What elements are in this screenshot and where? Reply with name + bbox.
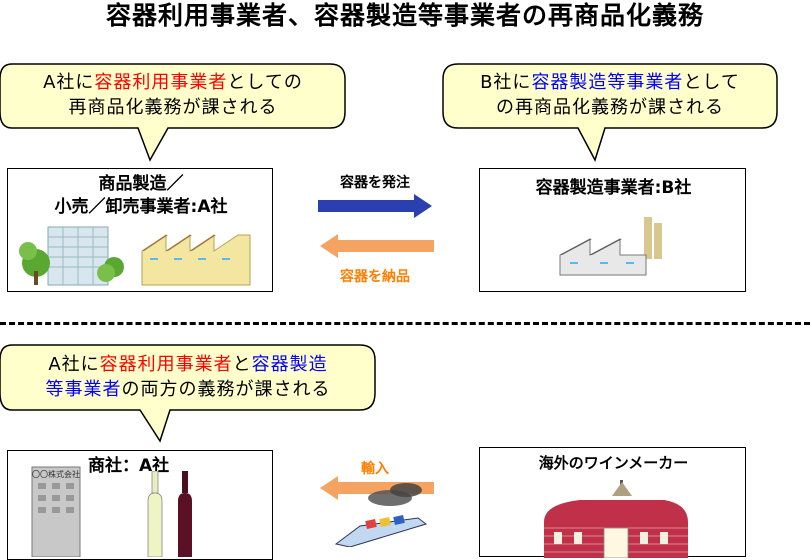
company-a-label: 商品製造／ 小売／卸売事業者:A社 xyxy=(54,174,228,217)
wine-bottles-illustration xyxy=(147,471,192,557)
callout-b-line2: の再商品化義務が課される xyxy=(496,97,724,118)
callout-a-highlight: 容器利用事業者 xyxy=(94,72,228,93)
winery-building-icon xyxy=(544,480,688,558)
callout-bottom-line1: A社に容器利用事業者と容器製造 xyxy=(48,354,328,375)
deliver-arrow xyxy=(320,234,434,258)
callout-bottom-line2: 等事業者の両方の義務が課される xyxy=(45,379,331,400)
callout-a-line1: A社に容器利用事業者としての xyxy=(43,72,303,93)
callout-b-line1: B社に容器製造等事業者として xyxy=(480,72,740,93)
winemaker-label: 海外のワインメーカー xyxy=(538,454,689,472)
callout-bottom-shape xyxy=(0,344,376,443)
callout-a-shape xyxy=(0,63,346,162)
callout-a-text: A社に容器利用事業者としての 再商品化義務が課される xyxy=(8,70,338,120)
company-b-label: 容器製造事業者:B社 xyxy=(535,178,692,198)
trading-company-box: 商社：A社 〇〇株式会社 xyxy=(7,450,273,560)
company-a-illustration xyxy=(19,226,251,286)
company-b-box: 容器製造事業者:B社 xyxy=(479,168,746,292)
tree-icon xyxy=(19,242,124,285)
trading-company-label: 商社：A社 xyxy=(88,456,170,476)
building-sign: 〇〇株式会社 xyxy=(32,469,80,479)
callout-bottom-highlight-blue-1: 容器製造 xyxy=(251,354,328,375)
callout-b-shape xyxy=(442,63,778,162)
callout-bottom-highlight-blue-2: 等事業者 xyxy=(45,379,122,400)
deliver-label: 容器を納品 xyxy=(340,269,410,285)
factory-icon xyxy=(559,217,662,276)
import-label: 輸入 xyxy=(361,461,389,477)
company-a-box: 商品製造／ 小売／卸売事業者:A社 xyxy=(7,168,273,292)
callout-bottom-text: A社に容器利用事業者と容器製造 等事業者の両方の義務が課される xyxy=(8,352,368,402)
order-arrow xyxy=(318,194,432,218)
callout-a-line2: 再商品化義務が課される xyxy=(68,97,278,118)
red-wine-bottle-icon xyxy=(178,471,192,557)
callout-b-highlight: 容器製造等事業者 xyxy=(531,72,684,93)
container-factory-illustration xyxy=(559,217,662,276)
callout-b-text: B社に容器製造等事業者として の再商品化義務が課される xyxy=(450,70,770,120)
cargo-ship-illustration xyxy=(334,483,428,547)
office-tower-illustration: 〇〇株式会社 xyxy=(31,466,81,557)
order-label: 容器を発注 xyxy=(340,175,410,191)
callout-shapes xyxy=(0,63,778,443)
white-wine-bottle-icon xyxy=(147,471,163,557)
page-title: 容器利用事業者、容器製造等事業者の再商品化義務 xyxy=(105,1,704,30)
winemaker-box: 海外のワインメーカー xyxy=(479,447,746,558)
callout-bottom-highlight-red: 容器利用事業者 xyxy=(99,354,233,375)
factory-icon xyxy=(141,234,251,286)
section-divider xyxy=(0,322,810,325)
winery-illustration xyxy=(544,480,688,558)
office-tower-icon xyxy=(31,466,81,557)
cargo-ship-icon xyxy=(334,483,428,547)
